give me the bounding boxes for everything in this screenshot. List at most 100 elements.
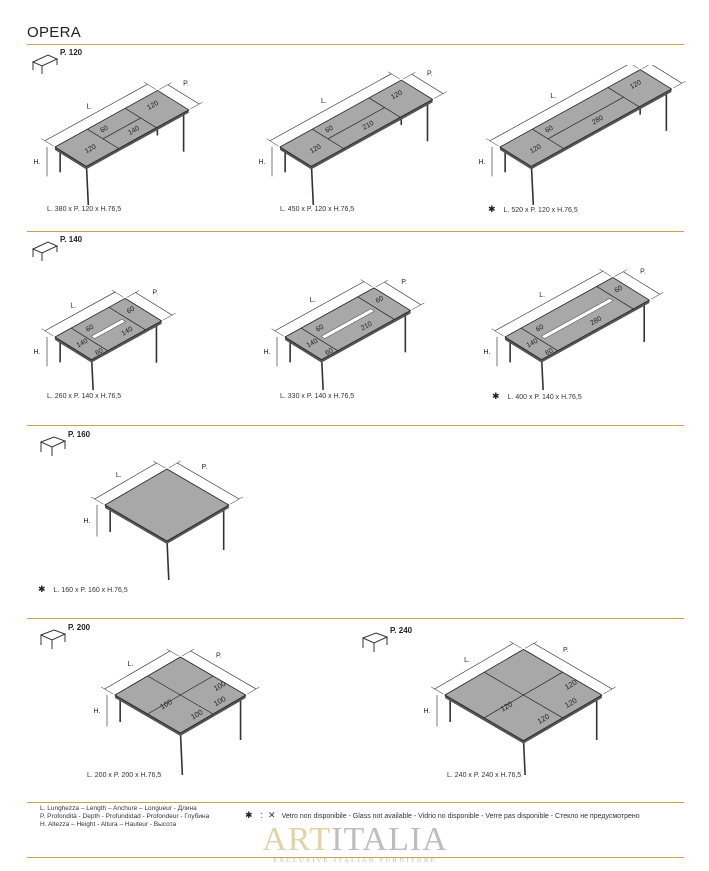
table-leg	[179, 729, 184, 775]
depth-label: P.	[563, 647, 569, 654]
depth-dimension-line	[623, 271, 660, 295]
tabletop-edge	[180, 695, 246, 736]
table-depth-icon: P. 160	[38, 430, 108, 462]
tabletop-edge	[91, 320, 162, 363]
tabletop-edge	[321, 310, 411, 363]
depth-dimension-line	[167, 84, 200, 105]
dimension-tick	[153, 460, 166, 469]
segment-label: 140	[76, 338, 90, 350]
segment-label: 60	[324, 125, 334, 135]
height-label: H.	[94, 708, 101, 715]
table-depth-icon: P. 140	[30, 235, 100, 267]
logo-text: ITALIA	[331, 821, 448, 858]
table-caption: L. 240 x P. 240 x H.76,5	[447, 772, 522, 779]
dimension-tick	[387, 71, 400, 80]
table-depth-icon: P. 200	[38, 623, 108, 655]
length-label: L.	[87, 103, 93, 110]
dimension-tick	[159, 82, 172, 90]
table-caption-row: ✱L. 400 x P. 140 x H.76,5	[492, 391, 582, 402]
dimension-tick	[491, 328, 504, 337]
length-dimension-line	[489, 65, 628, 142]
table-leg	[522, 737, 526, 775]
dimension-tick	[375, 279, 389, 288]
tabletop	[104, 468, 230, 542]
table-leg	[166, 537, 170, 580]
dimension-tick	[111, 289, 124, 298]
depth-dimension-line	[177, 462, 240, 500]
length-dimension-line	[269, 73, 392, 142]
segment-label: 60	[324, 347, 334, 357]
height-label: H.	[264, 349, 271, 356]
glass-slot	[90, 319, 127, 339]
dimension-legend: L. Lunghezza – Length – Anchure – Longue…	[40, 805, 209, 829]
dimension-tick	[101, 686, 114, 695]
legend-length: L. Lunghezza – Length – Anchure – Longue…	[40, 805, 197, 812]
segment-label: 280	[589, 315, 603, 327]
divider	[27, 425, 684, 426]
tabletop-edge	[531, 88, 672, 170]
dimension-tick	[412, 302, 425, 310]
segment-label: 60	[375, 295, 385, 305]
dimension-tick	[673, 81, 686, 89]
length-label: L.	[116, 472, 122, 479]
tabletop-edge	[541, 300, 650, 363]
glass-note-text: Vetro non disponibile - Glass not availa…	[281, 813, 640, 820]
segment-divider	[327, 107, 385, 140]
table-depth-icon: P. 120	[30, 48, 100, 80]
tabletop-edge	[55, 337, 92, 363]
length-label: L.	[70, 302, 76, 309]
dimension-tick	[91, 496, 104, 505]
table-caption: L. 380 x P. 120 x H.76,5	[47, 206, 122, 213]
segment-label: 120	[629, 79, 643, 91]
legend-depth: P. Profondità - Depth - Profundidad - Pr…	[40, 813, 210, 820]
dimension-tick	[603, 686, 616, 695]
dimension-tick	[163, 312, 176, 321]
glass-not-available-icon: ✱	[488, 204, 496, 214]
segment-divider	[147, 675, 214, 715]
depth-dimension-line	[190, 650, 257, 690]
dimension-tick	[271, 328, 284, 337]
divider	[27, 618, 684, 619]
tabletop-edge	[55, 147, 87, 170]
depth-label: P.	[202, 464, 208, 471]
height-label: H.	[259, 159, 266, 166]
segment-divider	[102, 117, 141, 140]
dimension-tick	[168, 460, 181, 469]
segment-divider	[607, 87, 640, 108]
segment-divider	[357, 296, 395, 320]
glass-slot	[320, 308, 375, 339]
table-leg	[310, 163, 315, 205]
dimension-tick	[614, 269, 627, 277]
table-leg	[90, 356, 94, 390]
depth-label: P.	[152, 290, 158, 297]
section-depth-label: P. 120	[60, 48, 83, 57]
dimension-tick	[126, 290, 140, 298]
table-caption: L. 160 x P. 160 x H.76,5	[53, 587, 128, 594]
table-leg	[85, 163, 90, 205]
tabletop-edge	[311, 99, 433, 170]
glass-not-available-icon: ✱	[245, 810, 253, 820]
segment-label: 140	[127, 125, 141, 137]
dimension-tick	[650, 292, 664, 300]
dimension-tick	[41, 138, 54, 147]
segment-label: 280	[591, 115, 605, 127]
depth-label: P.	[640, 269, 646, 276]
depth-label: P.	[216, 652, 222, 659]
section-depth-label: P. 160	[68, 430, 91, 439]
length-label: L.	[539, 292, 545, 299]
segment-divider	[547, 96, 624, 140]
depth-label: P.	[666, 65, 672, 67]
segment-divider	[108, 306, 146, 331]
segment-divider	[484, 671, 563, 719]
table-caption-row: ✱L. 160 x P. 160 x H.76,5	[38, 584, 128, 595]
height-label: H.	[424, 708, 431, 715]
dimension-tick	[190, 101, 203, 110]
height-label: H.	[479, 159, 486, 166]
section-depth-label: P. 140	[60, 235, 83, 244]
segment-label: 120	[309, 143, 323, 155]
